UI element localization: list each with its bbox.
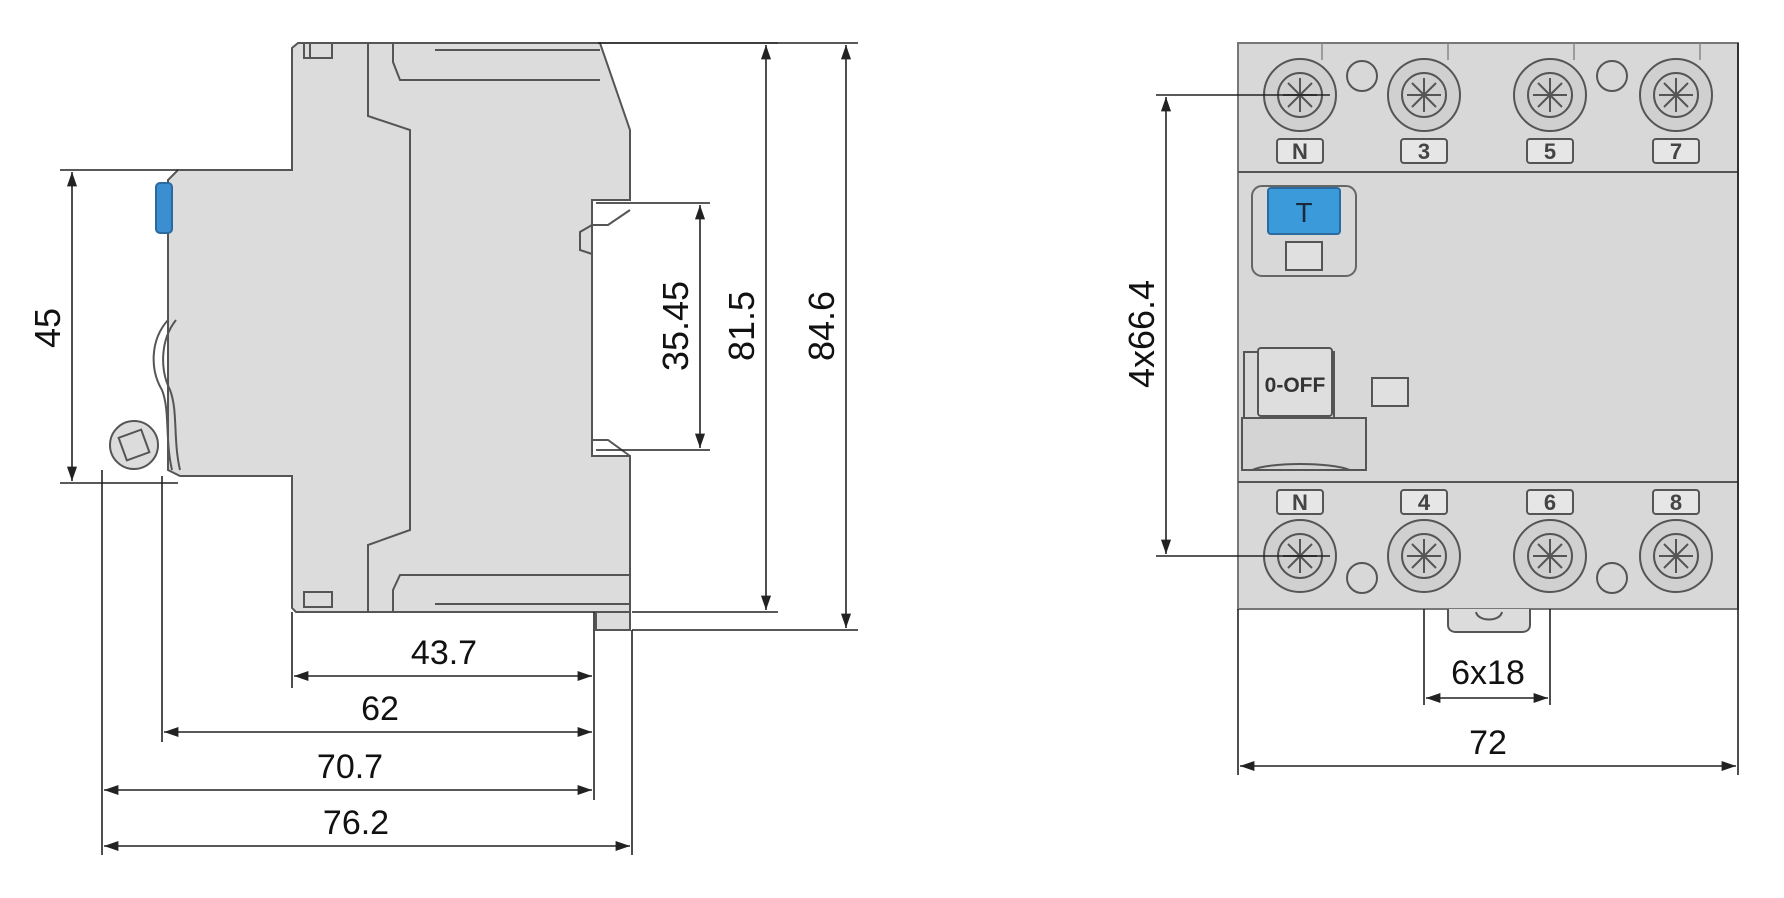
terminal-label-top-2: 3 xyxy=(1418,139,1430,164)
side-view-inner-outline-2 xyxy=(392,43,600,81)
top-terminal-labels: N 3 5 7 xyxy=(1276,138,1700,164)
dim-label-81-5: 81.5 xyxy=(721,291,762,361)
dim-label-45: 45 xyxy=(27,308,68,348)
dim-label-62: 62 xyxy=(361,690,399,728)
terminal-label-bottom-4: 8 xyxy=(1670,490,1682,515)
terminal-label-bottom-2: 4 xyxy=(1418,490,1431,515)
terminal-screw-bottom-4 xyxy=(1639,519,1713,593)
lever-base xyxy=(1241,417,1367,471)
dim-label-76-2: 76.2 xyxy=(323,804,389,842)
side-test-button xyxy=(155,182,173,234)
bottom-terminal-labels: N 4 6 8 xyxy=(1276,489,1700,515)
side-view-wire xyxy=(152,319,173,471)
lever-base-curve xyxy=(1251,463,1351,471)
terminal-label-top-1: N xyxy=(1292,139,1308,164)
dim-label-4x66-4: 4x66.4 xyxy=(1121,280,1162,388)
dim-label-72: 72 xyxy=(1469,724,1507,762)
test-button-frame xyxy=(1251,185,1357,277)
side-view-notch-top xyxy=(303,42,333,59)
side-view-inner-outline xyxy=(367,43,411,612)
side-view-notch-bottom xyxy=(303,591,333,608)
side-view: 45 35.45 81.5 84.6 43.7 62 70.7 76.2 xyxy=(27,42,858,855)
test-indicator-window xyxy=(1285,241,1323,271)
terminal-screw-bottom-2 xyxy=(1387,519,1461,593)
dim-label-6x18: 6x18 xyxy=(1451,654,1525,692)
lever-label: 0-OFF xyxy=(1265,374,1326,397)
terminal-screw-top-3 xyxy=(1513,58,1587,132)
top-terminal-row xyxy=(1263,58,1713,132)
front-module-lines xyxy=(1321,43,1701,60)
din-clip-top xyxy=(591,200,631,226)
terminal-screw-top-2 xyxy=(1387,58,1461,132)
top-hole-1 xyxy=(1346,60,1378,92)
lever-handle xyxy=(1257,347,1333,417)
terminal-label-bottom-3: 6 xyxy=(1544,490,1556,515)
side-view-housing xyxy=(167,42,631,613)
din-clip-bottom xyxy=(591,439,631,457)
top-hole-2 xyxy=(1596,60,1628,92)
dim-label-84-6: 84.6 xyxy=(801,291,842,361)
terminal-screw-top-4 xyxy=(1639,58,1713,132)
status-indicator-window xyxy=(1371,377,1409,407)
dim-label-70-7: 70.7 xyxy=(317,748,383,786)
side-view-wire-2 xyxy=(162,319,181,471)
side-view-inner-outline-3 xyxy=(392,574,630,612)
test-button-label: T xyxy=(1295,197,1312,228)
side-view-screw xyxy=(109,420,159,470)
bottom-hole-2 xyxy=(1596,562,1628,594)
din-clip-side xyxy=(579,224,593,255)
terminal-label-top-3: 5 xyxy=(1544,139,1556,164)
terminal-label-bottom-1: N xyxy=(1292,490,1308,515)
terminal-label-top-4: 7 xyxy=(1670,139,1682,164)
dim-label-35-45: 35.45 xyxy=(655,281,696,371)
dim-label-43-7: 43.7 xyxy=(411,634,477,672)
terminal-screw-bottom-3 xyxy=(1513,519,1587,593)
front-view: N 3 5 7 T 0-OFF N 4 6 8 xyxy=(1121,42,1739,775)
din-rail-foot xyxy=(595,611,631,631)
din-clip-tab-notch xyxy=(1475,611,1503,621)
bottom-hole-1 xyxy=(1346,562,1378,594)
test-button xyxy=(1267,187,1341,235)
